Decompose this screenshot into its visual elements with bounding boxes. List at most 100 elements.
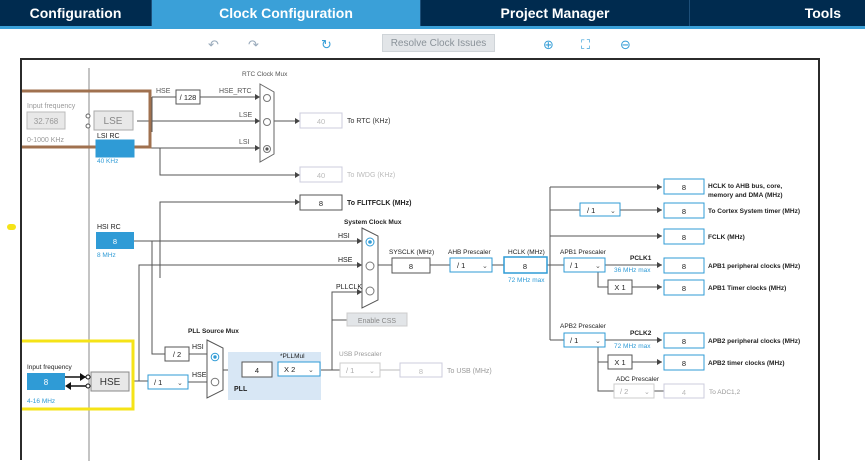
adc-prescaler-select[interactable]	[613, 383, 655, 399]
apb2-prescaler-select[interactable]	[563, 332, 606, 348]
sysclk-value: 8	[409, 262, 413, 271]
tab-clock-configuration[interactable]: Clock Configuration	[152, 0, 421, 26]
refresh-icon[interactable]: ↻	[321, 37, 332, 52]
apb2-peripheral-output-field[interactable]	[663, 332, 705, 349]
lsi-label: LSI RC	[97, 133, 120, 140]
chevron-down-icon: ⌄	[369, 368, 375, 375]
tab-configuration[interactable]: Configuration	[0, 0, 152, 26]
output-label: APB2 peripheral clocks (MHz)	[708, 338, 800, 345]
flitf-dest: To FLITFCLK (MHz)	[347, 200, 411, 207]
iwdg-output-field	[299, 166, 343, 183]
usb-value: / 1	[346, 366, 354, 375]
usb-prescaler-select[interactable]	[339, 362, 381, 378]
sysmux-pllclk-radio[interactable]	[365, 286, 375, 296]
rtc-mux-hse-radio[interactable]	[263, 94, 271, 102]
apb2-timer-multiplier	[607, 354, 633, 370]
chevron-down-icon: ⌄	[482, 263, 488, 270]
lse-block[interactable]	[93, 110, 134, 131]
chevron-down-icon: ⌄	[595, 263, 601, 270]
rtc-output-field	[299, 112, 343, 129]
lse-pin-icon	[85, 123, 91, 129]
hclk-value: 8	[523, 262, 527, 271]
ahb-label: AHB Prescaler	[448, 249, 491, 256]
rtc-lsi-label: LSI	[239, 139, 250, 146]
hse-pin-arrows	[65, 373, 91, 390]
redo-icon[interactable]: ↷	[248, 37, 259, 52]
rtc-divider-value: / 128	[180, 93, 197, 102]
output-label: To Cortex System timer (MHz)	[708, 208, 800, 215]
apb1-timer-multiplier	[607, 279, 633, 295]
sysclk-field[interactable]	[391, 257, 431, 274]
hsi-value: 8	[113, 237, 117, 246]
lse-block-label: LSE	[104, 116, 123, 127]
fit-screen-icon[interactable]: ⛶	[581, 37, 591, 52]
clock-tree-canvas: Input frequency 32.768 0-1000 KHz LSE LS…	[8, 58, 820, 461]
apb1-peripheral-output-field[interactable]	[663, 257, 705, 274]
output-label: APB2 timer clocks (MHz)	[708, 360, 785, 367]
flitf-output-field	[299, 194, 343, 211]
lse-input-label: Input frequency	[27, 103, 76, 110]
apb2-timer-output-field[interactable]	[663, 354, 705, 371]
chevron-down-icon: ⌄	[177, 380, 183, 387]
undo-icon[interactable]: ↶	[208, 37, 219, 52]
tab-project-manager[interactable]: Project Manager	[421, 0, 690, 26]
output-value: 8	[682, 359, 686, 368]
pll-input-value: 4	[255, 366, 259, 375]
rtc-mux-lse-radio[interactable]	[263, 118, 271, 126]
hse-input-value: 8	[44, 378, 49, 387]
pll-mux-hse-radio[interactable]	[210, 377, 220, 387]
sysmux-hse-radio[interactable]	[365, 261, 375, 271]
lsi-block[interactable]	[95, 139, 135, 158]
pll-mul-select[interactable]	[277, 361, 321, 377]
pclk2-label: PCLK2	[630, 330, 652, 337]
resolve-clock-issues-button[interactable]: Resolve Clock Issues	[382, 34, 495, 52]
tab-tools[interactable]: Tools	[804, 5, 841, 21]
chevron-down-icon: ⌄	[644, 389, 650, 396]
apb1-timer-mult-value: X 1	[614, 283, 625, 292]
sysmux-hse-label: HSE	[338, 257, 353, 264]
pll-mul-label: *PLLMul	[280, 353, 305, 360]
usb-output-value: 8	[419, 367, 423, 376]
rtc-hse-rtc-label: HSE_RTC	[219, 88, 252, 95]
cortex-timer-output-field[interactable]	[663, 202, 705, 219]
rtc-output-value: 40	[317, 117, 325, 126]
hclk-ahb-output-field[interactable]	[663, 178, 705, 195]
sysmux-pllclk-label: PLLCLK	[336, 284, 362, 291]
zoom-in-icon[interactable]: ⊕	[543, 37, 554, 52]
rtc-mux-title: RTC Clock Mux	[242, 71, 288, 78]
apb1-timer-output-field[interactable]	[663, 279, 705, 296]
pll-hse-divider-select[interactable]	[147, 374, 189, 390]
chevron-down-icon: ⌄	[308, 367, 314, 374]
output-label-line2: memory and DMA (MHz)	[708, 192, 783, 199]
hse-input-label: Input frequency	[27, 364, 73, 371]
adc-label: ADC Prescaler	[616, 376, 660, 383]
hse-input-field[interactable]	[27, 373, 65, 390]
cortex-divider-select[interactable]	[579, 202, 621, 217]
apb2-max: 72 MHz max	[614, 343, 651, 350]
sysmux-selected-dot	[368, 240, 372, 244]
pll-hsi-div-value: / 2	[173, 350, 181, 359]
enable-css-button[interactable]	[346, 312, 408, 327]
lse-input-field[interactable]	[26, 111, 66, 130]
pll-mul-value: X 2	[284, 365, 295, 374]
fclk-output-field[interactable]	[663, 228, 705, 245]
hsi-block[interactable]	[96, 232, 134, 249]
usb-dest: To USB (MHz)	[447, 368, 492, 375]
hclk-field[interactable]	[503, 256, 548, 274]
output-fields: 8 HCLK to AHB bus, core, memory and DMA …	[663, 178, 800, 371]
ahb-prescaler-select[interactable]	[449, 257, 493, 273]
apb1-label: APB1 Prescaler	[560, 249, 607, 256]
apb1-max: 36 MHz max	[614, 267, 651, 274]
apb1-prescaler-select[interactable]	[563, 257, 606, 273]
clock-tree-diagram: Input frequency 32.768 0-1000 KHz LSE LS…	[8, 68, 800, 461]
pll-mux-selected-dot	[213, 355, 217, 359]
hse-block[interactable]	[90, 371, 130, 392]
usb-output-field	[399, 362, 443, 378]
output-value: 8	[682, 337, 686, 346]
zoom-out-icon[interactable]: ⊖	[620, 37, 631, 52]
output-label: APB1 Timer clocks (MHz)	[708, 285, 786, 292]
output-value: 8	[682, 284, 686, 293]
lse-pin-icon	[85, 113, 91, 119]
lse-input-value: 32.768	[34, 117, 59, 126]
sysclk-label: SYSCLK (MHz)	[389, 249, 434, 256]
